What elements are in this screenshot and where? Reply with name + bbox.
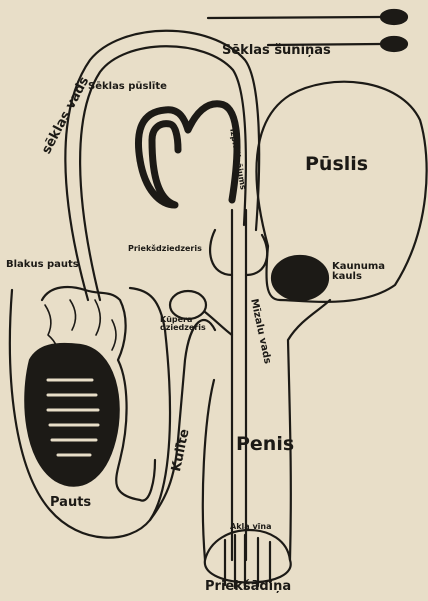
glans — [205, 530, 291, 583]
label-akla-vina: Akla vīna — [230, 523, 272, 531]
label-priekszadina: Priekšādiņa — [205, 580, 291, 593]
label-blakus-pauts: Blakus pauts — [6, 260, 79, 270]
prostate — [210, 230, 267, 275]
label-priekszidziedzeris: Priekšdziedzeris — [128, 245, 202, 253]
label-puslis: Pūslis — [305, 155, 368, 174]
testis — [25, 344, 118, 486]
pubic-bone — [272, 256, 328, 300]
label-seklas-sunins: Sēklas šūniņas — [222, 44, 331, 57]
label-penis: Penis — [236, 435, 294, 454]
label-kaunuma-kauls: Kaunuma kauls — [332, 262, 412, 282]
label-kupera-dziedzeris: Kūpera dziedzeris — [160, 316, 230, 332]
vas-deferens-outer — [65, 31, 259, 300]
label-seklas-puslite: Sēklas pūslīte — [88, 82, 167, 92]
sperm-cell-1 — [208, 10, 407, 24]
label-pauts: Pauts — [50, 496, 91, 509]
